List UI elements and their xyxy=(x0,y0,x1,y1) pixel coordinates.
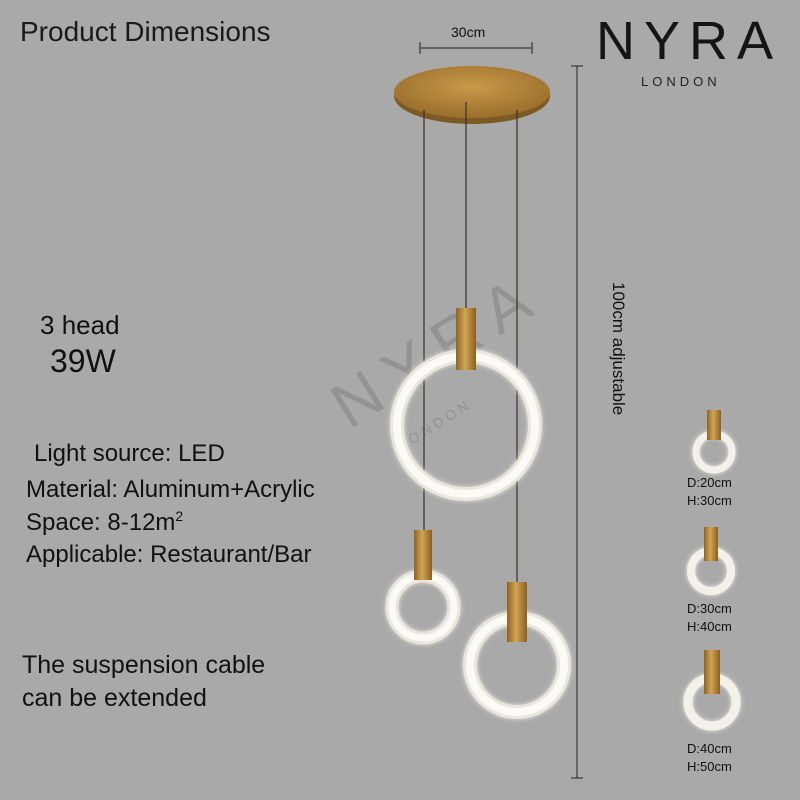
width-dimension-arrow xyxy=(419,42,533,54)
size-variant-30cm xyxy=(687,527,735,595)
spec-material: Material: Aluminum+Acrylic xyxy=(26,476,315,503)
brand-logo: NYRA xyxy=(596,11,783,71)
note-line-2: can be extended xyxy=(22,684,207,712)
size-diameter: D:40cm xyxy=(687,741,732,756)
power-rating: 39W xyxy=(50,343,116,379)
size-label-40cm: D:40cm H:50cm xyxy=(687,740,732,776)
note-line-1: The suspension cable xyxy=(22,651,266,679)
width-label: 30cm xyxy=(451,24,486,40)
spec-space-text: Space: 8-12m xyxy=(26,509,176,536)
spec-space-superscript: 2 xyxy=(175,508,184,524)
head-count-label: head xyxy=(61,310,120,340)
spec-applicable: Applicable: Restaurant/Bar xyxy=(26,541,312,568)
page-title: Product Dimensions xyxy=(20,16,271,47)
pendant-ring-small xyxy=(385,530,461,645)
pendant-ring-medium xyxy=(463,582,571,719)
head-count: 3 head xyxy=(40,310,120,341)
size-variant-20cm xyxy=(692,410,736,474)
size-label-20cm: D:20cm H:30cm xyxy=(687,474,732,510)
size-height: H:40cm xyxy=(687,619,732,634)
height-label: 100cm adjustable xyxy=(609,282,628,416)
suspension-cables xyxy=(423,102,518,584)
spec-space: Space: 8-12m2 xyxy=(26,508,183,537)
size-variant-40cm xyxy=(683,650,741,731)
pendant-ring-large xyxy=(390,308,542,501)
size-height: H:30cm xyxy=(687,493,732,508)
size-label-30cm: D:30cm H:40cm xyxy=(687,600,732,636)
head-count-number: 3 xyxy=(40,310,55,340)
size-diameter: D:20cm xyxy=(687,475,732,490)
size-height: H:50cm xyxy=(687,759,732,774)
brand-subtitle: LONDON xyxy=(641,74,721,89)
spec-light-source: Light source: LED xyxy=(34,440,225,467)
height-dimension-arrow xyxy=(571,65,583,779)
ceiling-canopy xyxy=(394,66,550,124)
size-diameter: D:30cm xyxy=(687,601,732,616)
